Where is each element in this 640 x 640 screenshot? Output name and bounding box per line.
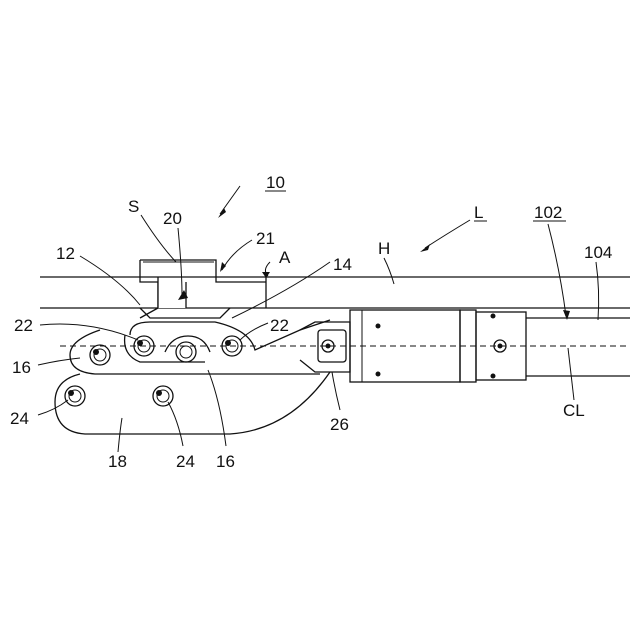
label-s: S bbox=[128, 197, 139, 216]
bolt-24-center bbox=[153, 386, 173, 406]
bolt-24-left bbox=[65, 386, 85, 406]
label-cl: CL bbox=[563, 401, 585, 420]
roller-16-left bbox=[90, 345, 110, 365]
leader-lines bbox=[38, 186, 599, 452]
label-a: A bbox=[279, 248, 291, 267]
coupling-26 bbox=[300, 322, 350, 372]
reference-labels: 10 S 20 21 12 A 14 H L 102 104 22 22 16 … bbox=[10, 173, 612, 471]
label-h: H bbox=[378, 239, 390, 258]
label-l: L bbox=[474, 203, 483, 222]
label-16-left: 16 bbox=[12, 358, 31, 377]
label-102: 102 bbox=[534, 203, 562, 222]
shaft-104 bbox=[526, 318, 630, 376]
label-10: 10 bbox=[266, 173, 285, 192]
holder-body bbox=[140, 308, 230, 318]
label-14: 14 bbox=[333, 255, 352, 274]
label-104: 104 bbox=[584, 243, 612, 262]
label-18: 18 bbox=[108, 452, 127, 471]
label-22-left: 22 bbox=[14, 316, 33, 335]
label-24-bottom: 24 bbox=[176, 452, 195, 471]
label-22-right: 22 bbox=[270, 316, 289, 335]
base-plate-18 bbox=[55, 372, 330, 434]
label-26: 26 bbox=[330, 415, 349, 434]
label-16-bottom: 16 bbox=[216, 452, 235, 471]
label-20: 20 bbox=[163, 209, 182, 228]
clamp-plate-16 bbox=[70, 320, 330, 374]
label-12: 12 bbox=[56, 244, 75, 263]
block-21 bbox=[140, 260, 266, 308]
label-24-left: 24 bbox=[10, 409, 29, 428]
roller-center bbox=[176, 342, 196, 362]
label-21: 21 bbox=[256, 229, 275, 248]
tool-body bbox=[350, 310, 526, 382]
